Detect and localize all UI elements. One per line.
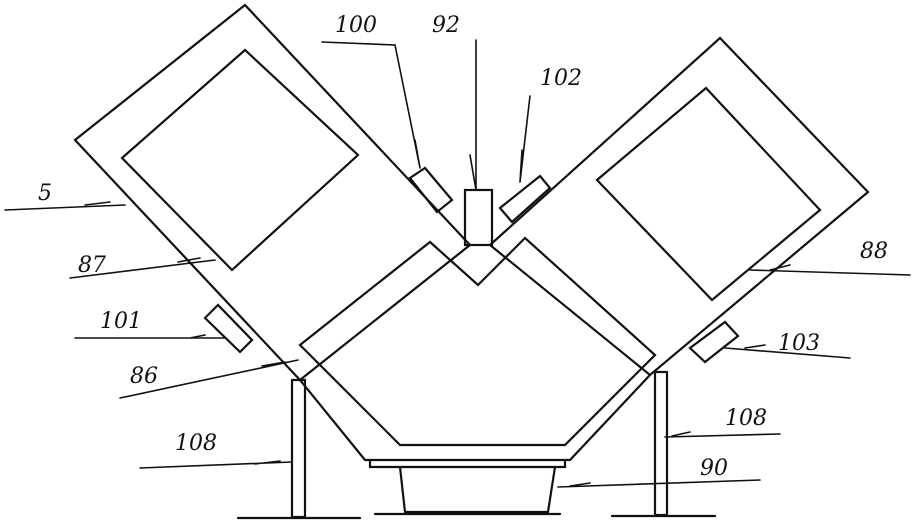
left-housing-window bbox=[120, 48, 360, 272]
ref-label-101: 101 bbox=[100, 309, 142, 334]
block-92 bbox=[463, 188, 494, 247]
ref-label-88: 88 bbox=[860, 239, 888, 264]
central-inner-body bbox=[298, 236, 657, 447]
leader-86 bbox=[119, 359, 299, 399]
leader-5 bbox=[4, 201, 126, 211]
ref-label-5: 5 bbox=[38, 181, 52, 206]
right-housing-outer bbox=[488, 36, 870, 377]
base-plate bbox=[368, 458, 567, 469]
base-block bbox=[398, 465, 557, 514]
ref-label-108-left: 108 bbox=[175, 431, 217, 456]
block-102 bbox=[498, 174, 552, 224]
leader-100 bbox=[321, 41, 421, 169]
ref-label-86: 86 bbox=[130, 364, 158, 389]
ref-label-108-right: 108 bbox=[725, 406, 767, 431]
leader-101 bbox=[74, 334, 226, 339]
leader-108-right bbox=[664, 431, 781, 438]
leader-102 bbox=[519, 95, 531, 183]
right-housing-window bbox=[595, 86, 822, 302]
central-v-frame bbox=[298, 373, 652, 462]
leader-88 bbox=[749, 264, 911, 276]
ref-label-103: 103 bbox=[778, 331, 820, 356]
block-101 bbox=[203, 303, 254, 354]
block-103 bbox=[688, 320, 740, 364]
ref-label-92: 92 bbox=[432, 13, 460, 38]
leader-90 bbox=[557, 479, 761, 488]
leader-103 bbox=[724, 344, 851, 359]
leader-92 bbox=[469, 39, 477, 191]
ref-label-90: 90 bbox=[700, 456, 728, 481]
ref-label-100: 100 bbox=[335, 13, 377, 38]
left-support-leg bbox=[290, 378, 307, 519]
leader-87 bbox=[69, 257, 216, 279]
block-100 bbox=[408, 166, 454, 214]
right-support-leg bbox=[653, 370, 669, 517]
ref-label-102: 102 bbox=[540, 66, 582, 91]
leader-108-left bbox=[139, 460, 293, 469]
ref-label-87: 87 bbox=[78, 253, 106, 278]
